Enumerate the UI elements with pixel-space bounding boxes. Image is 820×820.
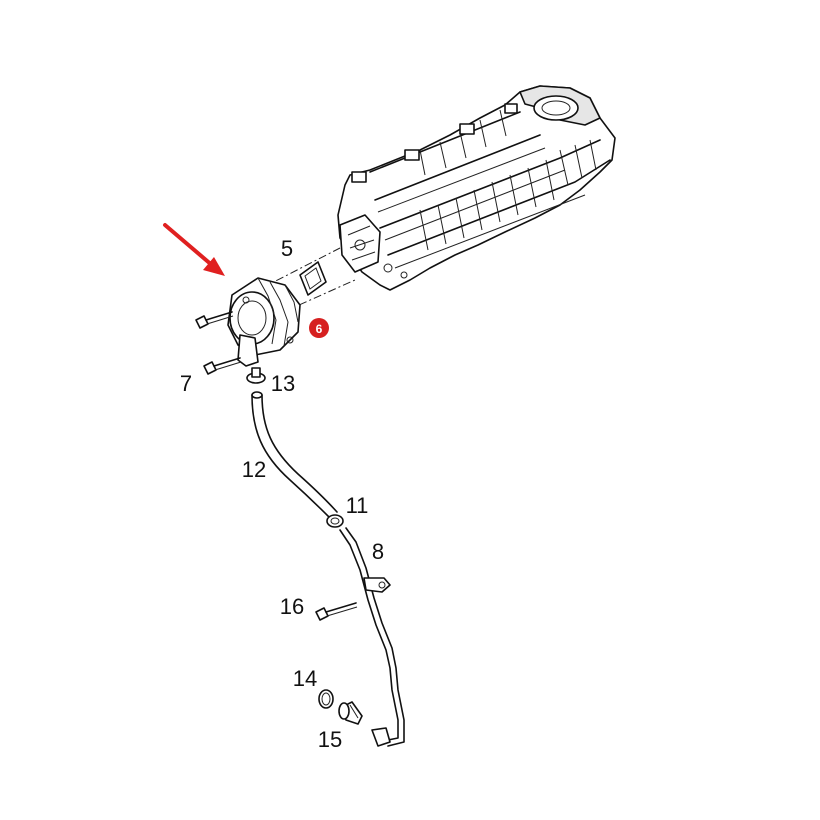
callout-8: 8 (372, 539, 384, 564)
callout-12: 12 (242, 457, 266, 482)
callout-13: 13 (271, 371, 295, 396)
hose-clamp-11 (326, 514, 344, 528)
part-badge-6[interactable]: 6 (309, 318, 329, 338)
red-arrow-icon (163, 223, 225, 276)
pump-assembly (227, 277, 301, 367)
o-ring-14 (318, 689, 334, 709)
bolt-upper (195, 311, 234, 329)
callout-16: 16 (280, 594, 304, 619)
hose-12 (251, 391, 338, 519)
callout-5: 5 (281, 236, 293, 261)
hose-clamp-13 (246, 367, 266, 384)
fitting-15 (338, 701, 363, 725)
engine-cover-housing (337, 85, 616, 291)
gasket-part-5 (261, 247, 356, 319)
bolt-lower (203, 357, 242, 375)
badge-label-6: 6 (316, 322, 323, 336)
callout-15: 15 (318, 727, 342, 752)
bolt-16 (315, 602, 358, 621)
callout-7: 7 (180, 371, 192, 396)
callout-11: 11 (346, 493, 369, 518)
callout-14: 14 (293, 666, 317, 691)
pipe-8 (339, 527, 405, 747)
